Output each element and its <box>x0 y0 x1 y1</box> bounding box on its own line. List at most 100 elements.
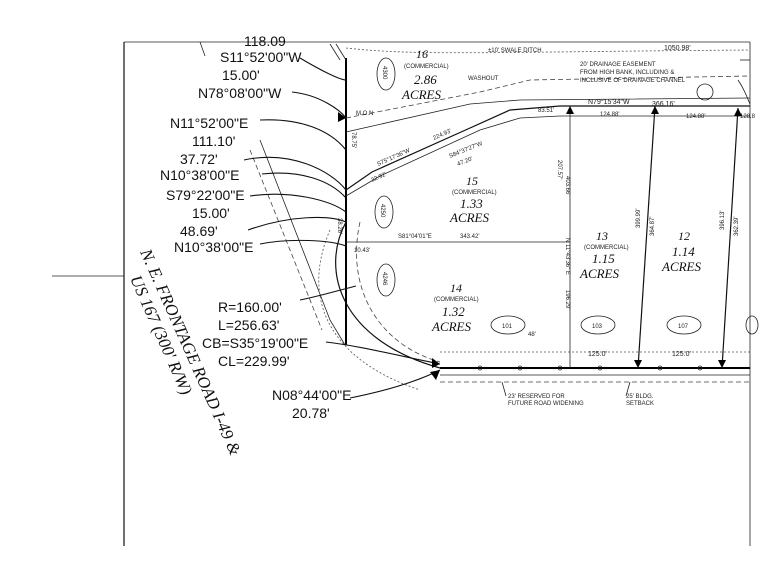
lot15-address: 4250 <box>379 204 385 218</box>
callout-118: 118.09 <box>244 33 286 49</box>
callout-15a: 15.00' <box>222 67 260 83</box>
drainage-top-2 <box>345 97 751 133</box>
callout-s79: S79°22'00"E <box>166 187 245 203</box>
lot13-number: 13 <box>596 229 608 243</box>
drainage-top-1 <box>345 75 751 119</box>
curve-length: L=256.63' <box>218 317 279 333</box>
frontage-curve <box>335 221 441 369</box>
note-40366: 403.66' <box>564 176 570 196</box>
note-top-distance: 1050.98' <box>664 45 691 52</box>
callout-n10a: N10°38'00"E <box>160 167 239 183</box>
callout-48: 48.69' <box>180 223 218 239</box>
lot13-use: (COMMERCIAL) <box>584 245 629 251</box>
callout-n78: N78°08'00"W <box>198 85 282 101</box>
address-oval-103 <box>580 315 616 335</box>
lot13-unit: ACRES <box>579 266 619 281</box>
lot14-use: (COMMERCIAL) <box>434 297 479 303</box>
north-lot-line <box>345 105 750 191</box>
note-39999: 399.99' <box>636 209 642 229</box>
note-1043: 10.43' <box>354 248 370 254</box>
arrow-south-curve <box>432 358 440 368</box>
callout-n11: N11°52'00"E <box>170 115 248 131</box>
note-124b: 124.88' <box>686 114 706 120</box>
note-36239: 362.39' <box>734 217 740 237</box>
note-125b: 125.0' <box>672 351 691 358</box>
lot16-number: 16 <box>416 47 428 61</box>
note-7875: 78.75' <box>350 132 356 148</box>
note-mon: M.O.N <box>356 111 373 117</box>
addr-101: 101 <box>502 324 513 330</box>
lot14-number: 14 <box>450 281 462 295</box>
note-s84: S84°37'27"W <box>449 141 484 160</box>
south-line-markers <box>477 365 703 371</box>
lot15-use: (COMMERCIAL) <box>452 190 497 196</box>
west-row-line <box>259 139 346 346</box>
north-lot-line-2 <box>345 115 750 197</box>
lot12-number: 12 <box>678 229 690 243</box>
address-oval-107 <box>666 315 702 335</box>
cul-de-sac-symbol <box>696 83 714 101</box>
frontage-curve-outer <box>318 229 421 391</box>
lot15-number: 15 <box>466 174 478 188</box>
callout-15b: 15.00' <box>192 205 230 221</box>
note-setback-1: 25' BLDG. <box>626 394 654 400</box>
arrow-bottom-callout <box>430 370 440 380</box>
note-20757: 207.57' <box>556 160 562 180</box>
note-124a: 124.88' <box>600 112 620 118</box>
lot16-area: 2.86 <box>414 72 437 87</box>
callout-37: 37.72' <box>180 151 218 167</box>
swale-line <box>345 47 751 54</box>
note-reserved-2: FUTURE ROAD WIDENING <box>508 401 584 407</box>
lot-line-arrowheads <box>566 106 742 368</box>
lot15-unit: ACRES <box>449 210 489 225</box>
lot12-unit: ACRES <box>661 259 701 274</box>
note-48: 48' <box>528 332 536 338</box>
note-drainage-1: 20' DRAINAGE EASEMENT <box>580 62 656 68</box>
note-drainage-3: INCLUSIVE OF DRAINAGE CHANNEL <box>580 78 686 84</box>
note-19629: 196.29' <box>564 290 570 310</box>
address-oval-4250 <box>374 195 394 229</box>
cul-de-sac-arc <box>737 79 751 105</box>
curve-radius: R=160.00' <box>218 299 282 315</box>
west-row-dashed <box>249 149 323 331</box>
note-drainage-2: FROM HIGH BANK, INCLUDING & <box>580 70 674 76</box>
road-label-line1: N. E. FRONTAGE ROAD I-49 & <box>136 245 245 459</box>
lot15-area: 1.33 <box>460 196 483 211</box>
lot12-area: 1.14 <box>672 244 695 259</box>
setback-leader <box>625 381 631 397</box>
lot16-unit: ACRES <box>401 87 441 102</box>
note-washout: WASHOUT <box>468 76 499 82</box>
reserved-leader <box>501 381 507 397</box>
note-366: 366.16' <box>652 101 675 108</box>
callout-s11: S11°52'00"W <box>220 49 302 65</box>
note-n79: N79°15'34"W <box>588 98 630 106</box>
note-reserved-1: 23' RESERVED FOR <box>508 394 565 400</box>
note-n11-vert: N 11°43'36" E <box>564 238 570 275</box>
curve-chord-length: CL=229.99' <box>218 353 290 369</box>
address-oval-partial <box>745 315 759 335</box>
note-4720: 47.20' <box>457 156 474 168</box>
addr-107: 107 <box>678 324 689 330</box>
address-oval-101 <box>490 315 526 335</box>
bottom-bearing: N08°44'00"E <box>272 387 351 403</box>
lot12-11-line <box>721 107 739 369</box>
note-34342: 343.42' <box>460 234 480 240</box>
lot16-use: (COMMERCIAL) <box>404 64 449 70</box>
callout-111: 111.10' <box>192 133 235 149</box>
note-83: 83.51' <box>538 108 554 114</box>
lot14-area: 1.32 <box>442 304 465 319</box>
note-3292: 32.92' <box>370 172 387 184</box>
lot14-unit: ACRES <box>431 319 471 334</box>
arrow-mon <box>338 112 346 122</box>
lot16-address: 4300 <box>381 66 387 80</box>
frontage-curve-inner <box>356 221 441 363</box>
note-125a: 125.0' <box>588 351 607 358</box>
lot13-area: 1.15 <box>592 251 615 266</box>
bottom-distance: 20.78' <box>292 405 330 421</box>
curve-chord-bearing: CB=S35°19'00"E <box>202 335 308 351</box>
address-oval-4246 <box>376 263 396 297</box>
note-39613: 396.13' <box>720 211 726 231</box>
address-oval-4300 <box>376 57 396 91</box>
note-3826: 38.26' <box>336 218 342 234</box>
